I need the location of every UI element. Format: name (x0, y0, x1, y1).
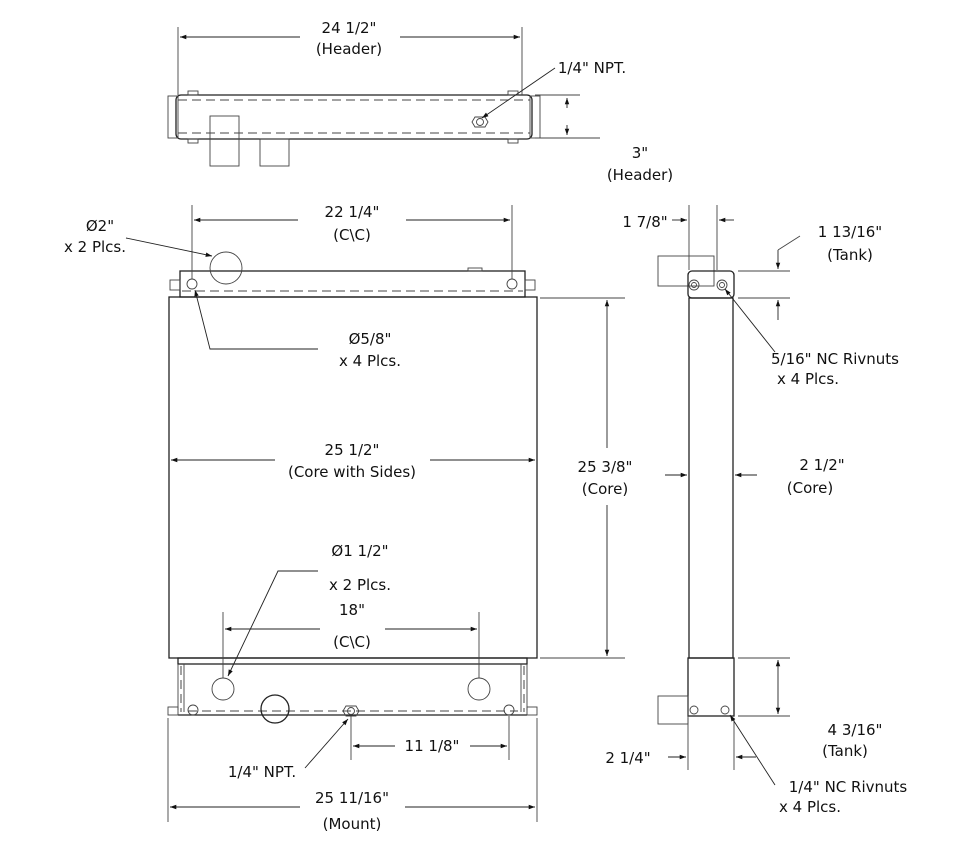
top-cc-note: (C\C) (333, 226, 371, 244)
side-view: 1 7/8" 1 13/16" (Tank) 5/16" NC Rivnuts … (605, 205, 907, 816)
bottom-bracket (657, 695, 689, 725)
header-height-value: 3" (632, 144, 648, 162)
bottom-port-dia: Ø1 1/2" (331, 542, 388, 560)
bottom-rivnut-qty: x 4 Plcs. (779, 798, 841, 816)
mount-hole (187, 704, 199, 716)
drain-port (260, 694, 290, 724)
mount-width-note: (Mount) (323, 815, 382, 833)
header-width-value: 24 1/2" (322, 19, 377, 37)
top-tank-note: (Tank) (827, 246, 873, 264)
top-cc-value: 22 1/4" (325, 203, 380, 221)
mount-hole (506, 278, 518, 290)
top-port-qty: x 2 Plcs. (64, 238, 126, 256)
core-side (688, 297, 734, 659)
mount-hole (186, 278, 198, 290)
bottom-offset-value: 2 1/4" (605, 749, 650, 767)
top-rivnut-qty: x 4 Plcs. (777, 370, 839, 388)
header-port-label: 1/4" NPT. (558, 59, 626, 77)
top-view: 24 1/2" (Header) 1/4" NPT. 3" (Header) (167, 19, 673, 184)
bottom-cc-note: (C\C) (333, 633, 371, 651)
npt-offset-value: 11 1/8" (405, 737, 460, 755)
header-outline (175, 94, 533, 140)
mount-width-value: 25 11/16" (315, 789, 389, 807)
top-tank-value: 1 13/16" (818, 223, 882, 241)
top-rivnut-label: 5/16" NC Rivnuts (771, 350, 899, 368)
front-view: 22 1/4" (C\C) Ø2" x 2 Plcs. Ø5/8" x 4 Pl… (64, 203, 632, 833)
core-height-note: (Core) (582, 480, 628, 498)
bottom-port-qty: x 2 Plcs. (329, 576, 391, 594)
top-port-dia: Ø2" (86, 217, 114, 235)
core-height-value: 25 3/8" (578, 458, 633, 476)
core-depth-note: (Core) (787, 479, 833, 497)
core-depth-value: 2 1/2" (799, 456, 844, 474)
top-offset-value: 1 7/8" (622, 213, 667, 231)
mount-hole-dia: Ø5/8" (349, 330, 392, 348)
mount-hole-qty: x 4 Plcs. (339, 352, 401, 370)
core-width-value: 25 1/2" (325, 441, 380, 459)
header-height-note: (Header) (607, 166, 673, 184)
inlet-pipe (209, 115, 240, 167)
npt-port-icon (342, 705, 360, 717)
top-tank (179, 270, 526, 298)
bottom-tank-value: 4 3/16" (828, 721, 883, 739)
bottom-tank-side (687, 657, 735, 717)
outlet-pipe (259, 138, 290, 167)
bottom-npt-label: 1/4" NPT. (228, 763, 296, 781)
bottom-cc-value: 18" (339, 601, 365, 619)
bottom-tank-note: (Tank) (822, 742, 868, 760)
top-port-2in (209, 251, 243, 285)
core-width-note: (Core with Sides) (288, 463, 416, 481)
bottom-port (211, 677, 235, 701)
header-width-note: (Header) (316, 40, 382, 58)
bottom-port (467, 677, 491, 701)
bottom-rivnut-label: 1/4" NC Rivnuts (789, 778, 908, 796)
mount-hole (503, 704, 515, 716)
